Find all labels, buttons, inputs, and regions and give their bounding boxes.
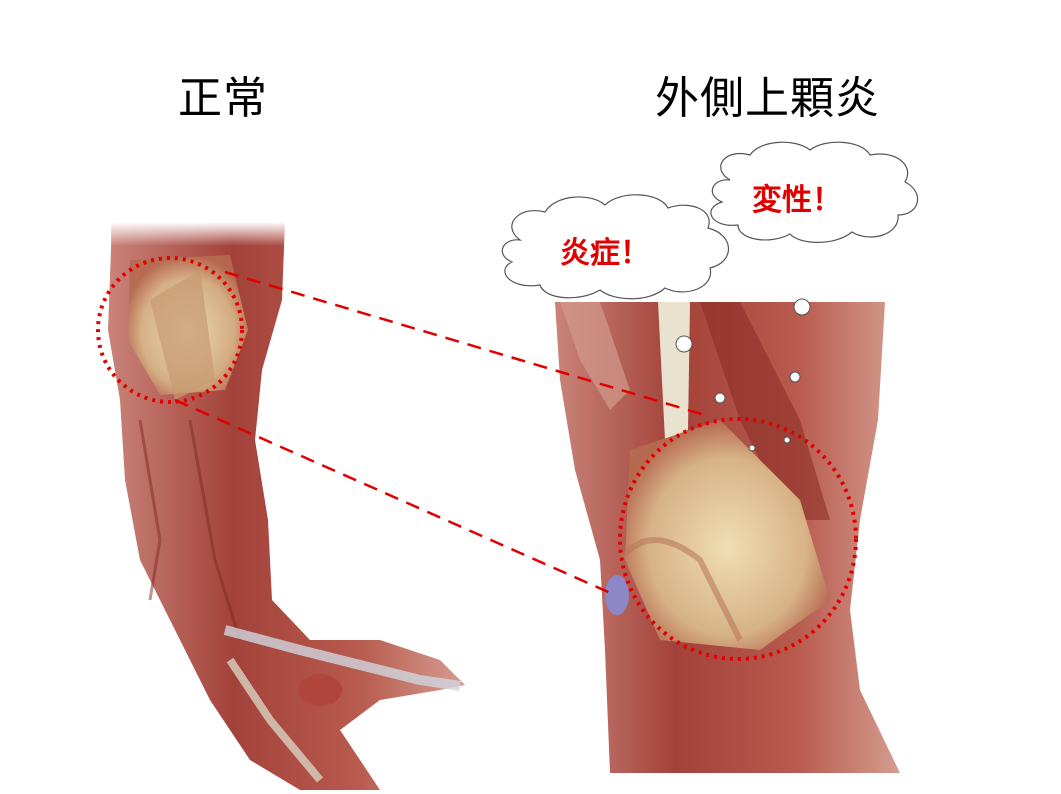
normal-title: 正常 bbox=[178, 73, 268, 124]
normal-arm-image bbox=[108, 222, 465, 790]
degeneration-cloud bbox=[710, 141, 919, 243]
connector-line-top bbox=[224, 270, 706, 417]
normal-focus-circle bbox=[96, 256, 244, 404]
epicondylitis-image bbox=[555, 298, 900, 773]
connector-line-bottom bbox=[174, 398, 616, 597]
condition-focus-circle bbox=[618, 417, 858, 661]
inflammation-label: 炎症！ bbox=[560, 236, 650, 271]
degeneration-label: 変性！ bbox=[752, 183, 842, 218]
degeneration-dots bbox=[675, 298, 811, 452]
condition-title: 外側上顆炎 bbox=[655, 73, 880, 124]
inflammation-cloud bbox=[501, 194, 729, 300]
